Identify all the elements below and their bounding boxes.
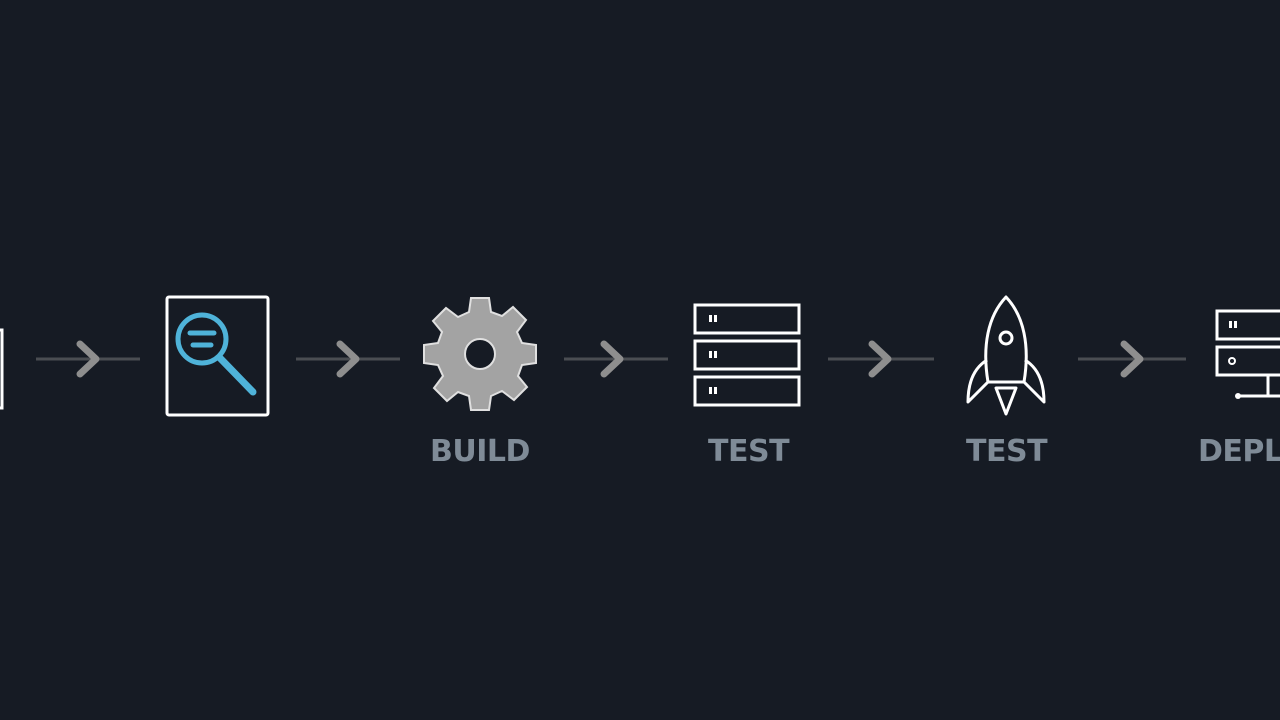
document-edge-icon [0,328,4,410]
flow-arrow [828,340,934,378]
server-stack-icon [693,303,801,407]
rocket-icon [966,295,1046,416]
code-review-search-icon [165,295,270,417]
stage-label-test: TEST [708,434,790,469]
flow-arrow [296,340,400,378]
flow-arrow [1078,340,1186,378]
stage-label-build: BUILD [430,434,530,469]
stage-label-test-2: TEST [966,434,1048,469]
server-network-icon [1215,309,1280,399]
gear-icon [423,297,537,411]
flow-arrow [564,340,668,378]
stage-label-deploy: DEPL [1198,434,1280,469]
flow-arrow [36,340,140,378]
